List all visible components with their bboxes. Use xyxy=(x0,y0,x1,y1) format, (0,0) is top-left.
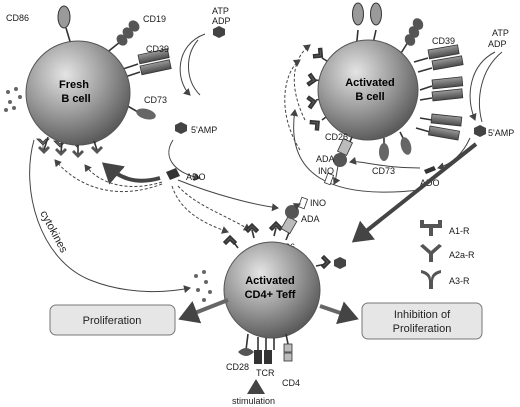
cd39-right-label: CD39 xyxy=(432,36,455,46)
teff-bottom-markers xyxy=(238,333,293,364)
amp-right-icon xyxy=(474,125,486,137)
cytokine-dots-teff xyxy=(194,270,212,302)
teff-to-proliferation-arrow xyxy=(178,298,229,324)
ino-t-label: INO xyxy=(310,198,326,208)
inhibition-label-1: Inhibition of xyxy=(394,309,451,321)
cd73-right-marker xyxy=(379,131,412,161)
fresh-cell-title-2: B cell xyxy=(61,93,90,105)
teff-right-receptors xyxy=(315,254,332,270)
tcr-label: TCR xyxy=(256,368,275,378)
cd86-marker xyxy=(57,5,71,29)
legend-a3-label: A3-R xyxy=(449,276,470,286)
cd4-marker-1 xyxy=(283,343,293,353)
proliferation-label: Proliferation xyxy=(83,315,142,327)
atp-left-arrow-2 xyxy=(188,39,201,96)
ino-t-icon xyxy=(297,196,309,210)
proliferation-box xyxy=(49,304,176,336)
cd86-label: CD86 xyxy=(6,13,29,23)
teff-top-receptors xyxy=(222,220,284,249)
teff-amp-icon xyxy=(334,257,346,269)
cd28-label: CD28 xyxy=(226,362,249,372)
cd4-label: CD4 xyxy=(282,378,300,388)
cytokines-arrow xyxy=(29,139,191,294)
ado-to-teff-dashed-2 xyxy=(177,185,251,231)
inhibition-label-2: Proliferation xyxy=(393,323,452,335)
stimulation-label: stimulation xyxy=(232,396,275,406)
inhibition-box xyxy=(361,302,483,340)
cd86-marker-b1 xyxy=(352,2,364,26)
ado-center-icon xyxy=(166,168,180,180)
cd19-label: CD19 xyxy=(143,14,166,24)
tcr-marker-2 xyxy=(264,350,272,364)
ino-b-icon xyxy=(323,172,335,186)
ada-b-label: ADA xyxy=(316,154,335,164)
activated-b-cell-body xyxy=(317,39,419,141)
ada-to-ino-t-arrow xyxy=(292,203,301,211)
legend: A1-R A2a-R A3-R xyxy=(420,220,475,289)
fresh-b-cell: CD86 CD19 CD39 CD73 xyxy=(4,5,172,158)
atp-right-arrow-2 xyxy=(479,51,503,123)
fresh-cell-title-1: Fresh xyxy=(59,79,89,91)
atp-right-arrow xyxy=(469,51,496,121)
amp-to-ado-arrow xyxy=(168,139,201,182)
cd26-ada-t-marker xyxy=(280,205,299,241)
legend-a1-receptor-icon xyxy=(420,220,442,236)
cd86-marker-b2 xyxy=(370,2,382,26)
ado-dashed-arrow-2 xyxy=(84,164,163,188)
cd19-b-marker xyxy=(397,18,424,59)
cd26-ada-b-marker xyxy=(333,136,354,167)
b-dashed-arrow-2 xyxy=(284,59,301,151)
activated-teff-title-1: Activated xyxy=(245,275,295,287)
amp-right-label: 5'AMP xyxy=(488,128,514,138)
ado-center-label: ADO xyxy=(186,172,206,182)
activated-b-cell: CD39 Activated B cell CD26 ADA CD73 xyxy=(306,2,464,176)
ado-to-ada-b-arrow xyxy=(349,156,421,169)
legend-a2a-receptor-icon xyxy=(420,244,442,262)
cytokine-dots-left xyxy=(4,87,22,112)
cd73-right-label: CD73 xyxy=(372,166,395,176)
activated-b-title-2: B cell xyxy=(355,91,384,103)
activated-b-title-1: Activated xyxy=(345,77,395,89)
fresh-cell-receptor-stalks xyxy=(43,136,98,154)
teff-to-inhibition-arrow xyxy=(319,301,359,325)
tcr-marker-1 xyxy=(254,350,262,364)
activated-teff-cell: ADA CD26 INO Activated CD4+ Teff CD28 T xyxy=(194,196,346,406)
cd39-left-marker xyxy=(119,48,172,79)
atp-left-label: ATP xyxy=(212,6,229,16)
ada-to-ino-arrow xyxy=(333,165,341,185)
cd26-b-label: CD26 xyxy=(325,132,348,142)
cd39-right-marker xyxy=(413,44,464,141)
cd4-marker-2 xyxy=(283,352,293,362)
atp-left-arrow xyxy=(179,33,206,96)
ino-b-label: INO xyxy=(318,166,334,176)
adp-left-label: ADP xyxy=(212,16,231,26)
ado-to-teff-dashed-1 xyxy=(171,185,229,234)
amp-to-teff-big-arrow xyxy=(351,142,478,243)
legend-a2a-label: A2a-R xyxy=(449,250,475,260)
atp-right-label: ATP xyxy=(492,28,509,38)
activated-teff-title-2: CD4+ Teff xyxy=(245,289,296,301)
cd73-left-marker xyxy=(123,103,156,120)
ada-t-label: ADA xyxy=(301,214,320,224)
ado-right-icon xyxy=(424,166,436,174)
ado-to-fresh-arrow xyxy=(101,162,161,185)
fresh-cell-receptor-heads xyxy=(38,146,103,158)
adp-right-label: ADP xyxy=(488,39,507,49)
ado-to-ada-arrow xyxy=(177,179,279,212)
cd28-marker xyxy=(238,348,254,356)
atp-left-icon xyxy=(213,26,225,38)
cd39-left-label: CD39 xyxy=(146,44,169,54)
legend-a3-receptor-icon xyxy=(421,270,441,289)
legend-a1-label: A1-R xyxy=(449,226,470,236)
activated-teff-body xyxy=(223,241,321,339)
cd73-left-label: CD73 xyxy=(144,95,167,105)
amp-left-label: 5'AMP xyxy=(191,125,217,135)
amp-left-icon xyxy=(175,122,187,134)
ado-right-to-b-arrow xyxy=(290,109,421,193)
ado-dashed-arrow-1 xyxy=(54,159,163,193)
